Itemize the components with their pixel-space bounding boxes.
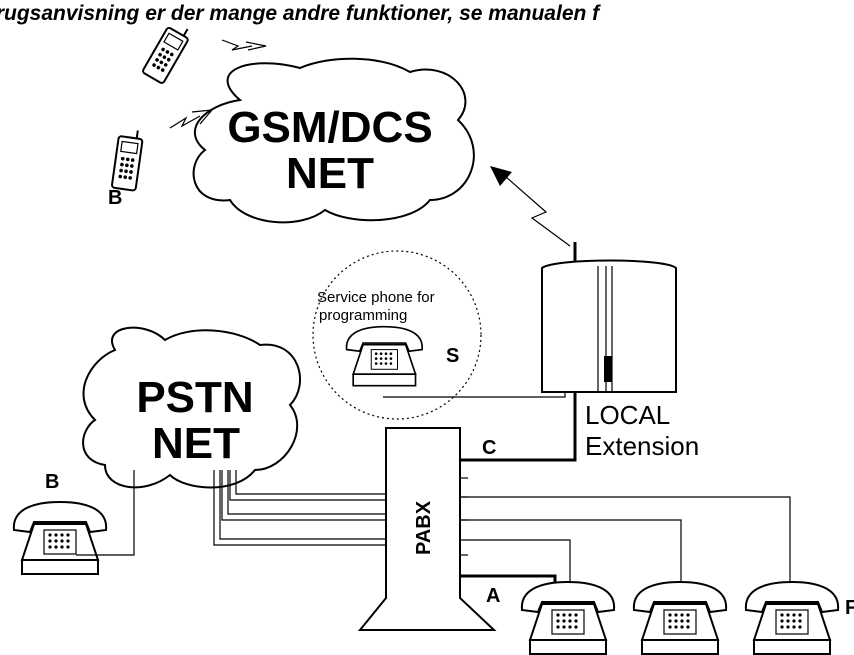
label-a: A [486, 585, 500, 607]
service-phone-label-line2: programming [319, 307, 407, 324]
pstn-trunk-lines [213, 470, 386, 546]
arrow-head-icon [191, 109, 214, 125]
local-label-line1: LOCAL [585, 400, 670, 430]
label-c: C [482, 437, 496, 459]
extension-line-3 [460, 539, 571, 585]
pstn-cloud-label-line1: PSTN [136, 373, 253, 422]
label-b-phone: B [45, 471, 59, 493]
arrow-head-icon [490, 166, 512, 186]
pabx-unit: PABX [357, 427, 497, 631]
extension-phone-2-icon [632, 581, 728, 655]
mobile-phone-b-icon [110, 127, 145, 192]
extension-line-2 [460, 519, 682, 585]
pstn-cloud: PSTN NET [82, 326, 301, 489]
pstn-cloud-label-line2: NET [152, 419, 240, 468]
pabx-label: PABX [413, 500, 435, 555]
gsm-cloud-label-line1: GSM/DCS [227, 103, 432, 152]
mobile-phone-icon [141, 19, 194, 85]
service-phone-area [312, 250, 482, 420]
label-b-mobile: B [108, 187, 122, 209]
radio-signal-icon [221, 39, 253, 51]
service-phone-label-line1: Service phone for [317, 289, 435, 306]
label-edge: F [845, 597, 854, 619]
extension-line-1 [460, 496, 791, 585]
caption-text: lrugsanvisning er der mange andre funkti… [0, 2, 601, 25]
desk-phone-b-icon [12, 501, 108, 575]
pstn-line-b [76, 470, 135, 556]
service-phone-line [383, 392, 566, 398]
gsm-dcs-cloud: GSM/DCS NET [192, 57, 475, 224]
extension-phone-3-icon [744, 581, 840, 655]
gsm-cloud-label-line2: NET [286, 149, 374, 198]
label-s: S [446, 345, 459, 367]
arrow-head-icon [245, 41, 267, 51]
extension-phone-a-icon [520, 581, 616, 655]
radio-signal-icon [169, 115, 201, 129]
gsm-terminal-unit [541, 242, 677, 393]
radio-link-icon [497, 169, 571, 247]
local-extension-line-c [460, 392, 577, 462]
service-phone-icon [345, 325, 424, 387]
local-label-line2: Extension [585, 431, 699, 461]
